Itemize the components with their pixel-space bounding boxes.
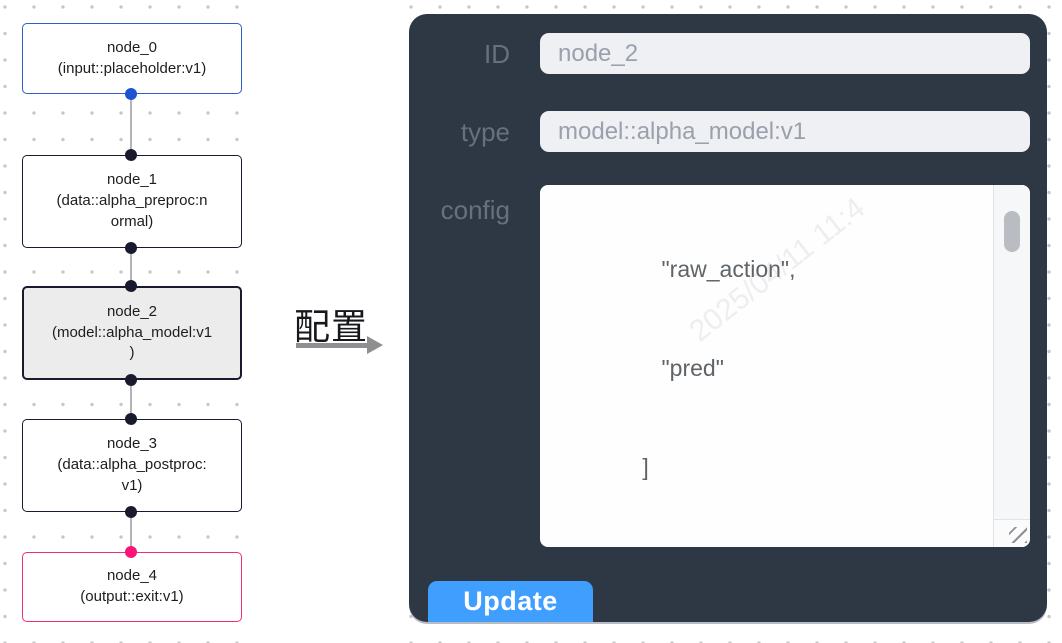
flow-node-node_0[interactable]: node_0 (input::placeholder:v1) xyxy=(22,23,242,94)
node-title: node_1 xyxy=(106,171,158,189)
type-field-label: type xyxy=(460,117,510,147)
config-scrollbar-track[interactable] xyxy=(993,185,1030,519)
handle-node_2-target[interactable] xyxy=(125,280,137,292)
handle-node_1-target[interactable] xyxy=(125,149,137,161)
flow-node-node_4[interactable]: node_4 (output::exit:v1) xyxy=(22,552,242,622)
node-title: node_0 xyxy=(106,38,158,56)
right-arrow-icon xyxy=(296,336,383,354)
node-subtitle: ormal) xyxy=(110,212,154,230)
handle-node_4-target[interactable] xyxy=(125,546,137,558)
node-subtitle: (data::alpha_postproc: xyxy=(57,456,207,474)
config-resize-corner[interactable] xyxy=(993,519,1030,547)
node-title: node_2 xyxy=(106,302,158,320)
handle-node_3-target[interactable] xyxy=(125,413,137,425)
node-subtitle: v1) xyxy=(121,476,143,494)
handle-node_1-source[interactable] xyxy=(125,242,137,254)
node-subtitle: (model::alpha_model:v1 xyxy=(51,323,213,341)
config-textarea[interactable]: "raw_action", "pred" ] }, "trace": { "sc… xyxy=(540,185,1030,547)
type-input[interactable] xyxy=(540,111,1030,152)
config-scrollbar-thumb[interactable] xyxy=(1004,211,1020,252)
node-subtitle: ) xyxy=(129,344,135,362)
config-field-label: config xyxy=(440,195,510,225)
configure-annotation-label: 配置 xyxy=(294,306,369,347)
handle-node_3-source[interactable] xyxy=(125,506,137,518)
handle-node_0-source[interactable] xyxy=(125,88,137,100)
flow-node-node_1[interactable]: node_1 (data::alpha_preproc:n ormal) xyxy=(22,155,242,248)
id-field-label: ID xyxy=(484,39,510,69)
handle-node_2-source[interactable] xyxy=(125,374,137,386)
node-subtitle: (data::alpha_preproc:n xyxy=(56,192,208,210)
id-input[interactable] xyxy=(540,33,1030,74)
update-button[interactable]: Update xyxy=(428,581,593,622)
node-title: node_4 xyxy=(106,567,158,585)
canvas-gap xyxy=(251,0,403,643)
node-subtitle: (output::exit:v1) xyxy=(80,588,184,605)
node-title: node_3 xyxy=(106,435,158,453)
config-json-content: "raw_action", "pred" ] }, "trace": { "sc… xyxy=(604,256,796,480)
node-config-panel: ID type config "raw_action", "pred" ] },… xyxy=(409,14,1047,622)
flow-node-node_2[interactable]: node_2 (model::alpha_model:v1 ) xyxy=(22,286,242,380)
node-subtitle: (input::placeholder:v1) xyxy=(57,59,207,77)
flow-node-node_3[interactable]: node_3 (data::alpha_postproc: v1) xyxy=(22,419,242,512)
resize-handle-icon xyxy=(1009,527,1027,543)
